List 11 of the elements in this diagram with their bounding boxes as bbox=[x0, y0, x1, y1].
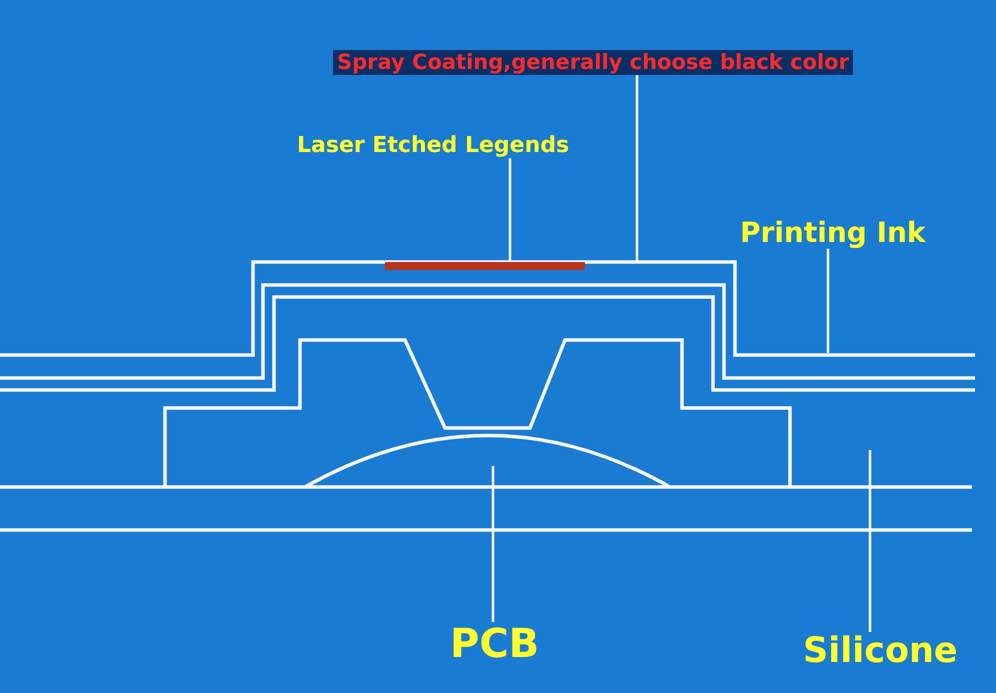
leader-line bbox=[868, 450, 872, 632]
leader-line bbox=[492, 466, 494, 622]
callout-label: Laser Etched Legends bbox=[297, 134, 570, 158]
callout-label: Silicone bbox=[803, 632, 958, 670]
legend-print-strip bbox=[385, 262, 585, 270]
callout-label: PCB bbox=[450, 622, 540, 666]
leader-line bbox=[826, 248, 830, 353]
callout-label: Spray Coating,generally choose black color bbox=[333, 50, 853, 76]
callout-label: Printing Ink bbox=[740, 218, 926, 249]
leader-line bbox=[636, 75, 638, 262]
leader-line bbox=[508, 158, 512, 262]
